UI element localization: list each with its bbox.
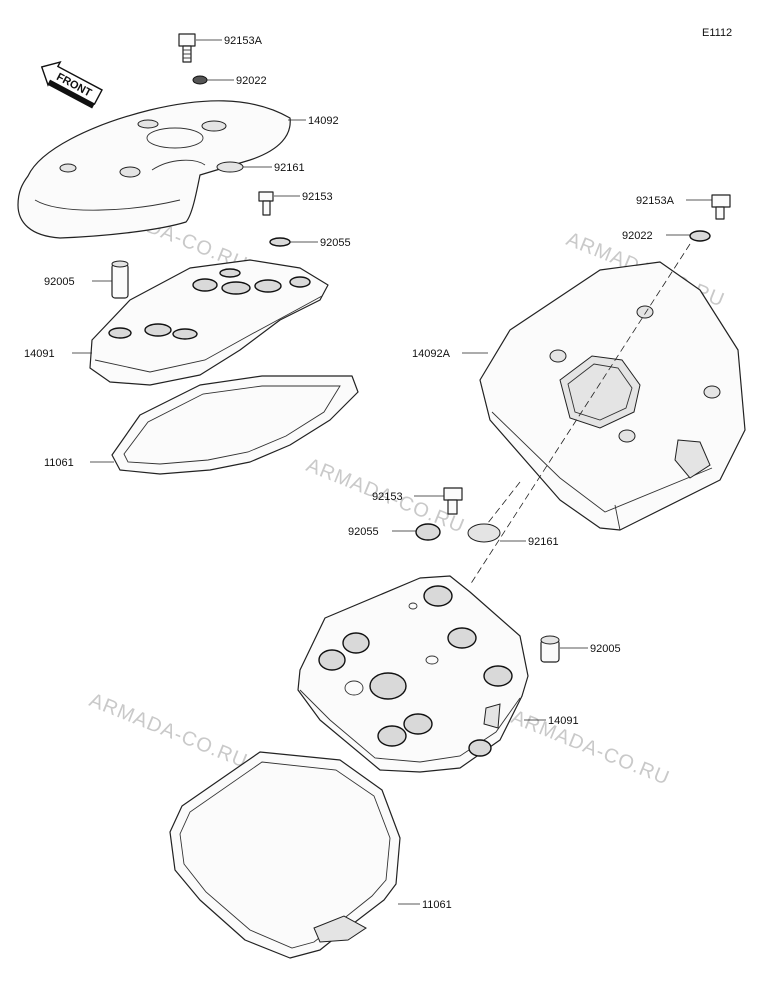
label-14092: 14092	[308, 115, 339, 127]
label-14091-right: 14091	[548, 715, 579, 727]
label-11061-bottom: 11061	[422, 899, 452, 911]
label-11061-top: 11061	[44, 457, 74, 469]
diagram-code: E1112	[702, 27, 732, 39]
label-92055-center: 92055	[348, 526, 379, 538]
label-92055-top: 92055	[320, 237, 351, 249]
label-92005-right: 92005	[590, 643, 621, 655]
head-cover-14091-top	[89, 259, 329, 386]
dowel-92005-top	[111, 260, 129, 299]
bolt-92153-top	[258, 191, 274, 216]
bolt-92153A-right	[711, 194, 731, 220]
front-arrow-icon: FRONT	[40, 60, 103, 109]
watermark-4: ARMADA-CO.RU	[86, 689, 251, 773]
bolt-92153-center	[443, 487, 463, 515]
label-92005-top: 92005	[44, 276, 75, 288]
head-cover-14091-right	[297, 575, 529, 773]
label-14092A: 14092A	[412, 348, 451, 360]
label-92022-right: 92022	[622, 230, 653, 242]
label-92153A-right: 92153A	[636, 195, 675, 207]
label-92153A-top: 92153A	[224, 35, 263, 47]
washer-92055-center	[415, 523, 441, 541]
watermark-5: ARMADA-CO.RU	[508, 706, 673, 790]
upper-assembly	[17, 33, 359, 475]
label-92022-top: 92022	[236, 75, 267, 87]
label-92161-center: 92161	[528, 536, 559, 548]
grommet-92161-center	[467, 523, 501, 543]
cover-14092	[17, 100, 291, 239]
label-92153-top: 92153	[302, 191, 333, 203]
align-line-1	[469, 243, 691, 586]
dowel-92005-right	[540, 635, 560, 663]
align-line-2	[483, 481, 521, 529]
washer-92022-right	[689, 230, 711, 242]
grommet-92161-top	[216, 161, 244, 173]
label-14091-top: 14091	[24, 348, 55, 360]
label-92161-top: 92161	[274, 162, 305, 174]
label-92153-center: 92153	[372, 491, 403, 503]
gasket-11061-top	[111, 375, 359, 475]
cover-14092A	[479, 261, 746, 531]
washer-92022-top	[192, 75, 208, 85]
right-assembly	[169, 194, 746, 959]
bolt-92153A-top	[178, 33, 196, 63]
right-labels: 92153A 92022 14092A 92153 92055 92161 92…	[348, 195, 712, 911]
top-labels: 92153A 92022 14092 92161 92153 92055 920…	[24, 35, 351, 469]
washer-92055-top	[269, 237, 291, 247]
gasket-11061-bottom	[169, 751, 401, 959]
